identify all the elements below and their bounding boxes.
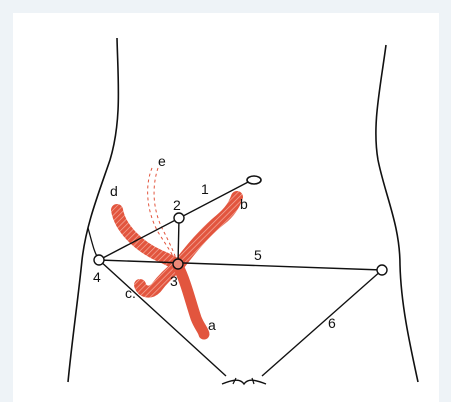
appendix-position-c — [134, 260, 184, 298]
line-2-vertical — [177, 217, 180, 265]
point-right-iliac — [376, 264, 388, 276]
point-3 — [172, 258, 184, 270]
label-c: c. — [125, 285, 136, 301]
line-6-left — [98, 259, 227, 377]
groin-fold-inner — [232, 377, 255, 385]
appendix-position-a — [172, 260, 210, 340]
umbilicus — [246, 175, 262, 185]
label-3: 3 — [170, 273, 178, 289]
groin-fold — [221, 379, 267, 386]
label-5: 5 — [254, 247, 262, 263]
point-2 — [173, 212, 185, 224]
point-4 — [93, 254, 105, 266]
label-e: e — [158, 153, 166, 169]
label-b: b — [240, 196, 248, 212]
line-5 — [98, 259, 383, 271]
label-6: 6 — [328, 315, 336, 331]
iliac-crest-left — [87, 227, 99, 259]
label-2: 2 — [173, 197, 181, 213]
appendix-position-b — [172, 191, 243, 272]
body-outline-right — [375, 44, 419, 383]
appendix-position-e — [147, 167, 179, 267]
label-a: a — [208, 317, 216, 333]
line-6-right — [261, 269, 383, 377]
label-1: 1 — [201, 181, 209, 197]
label-4: 4 — [93, 269, 101, 285]
body-outline-left — [67, 37, 120, 383]
label-d: d — [110, 183, 118, 199]
appendix-position-d — [111, 204, 184, 272]
